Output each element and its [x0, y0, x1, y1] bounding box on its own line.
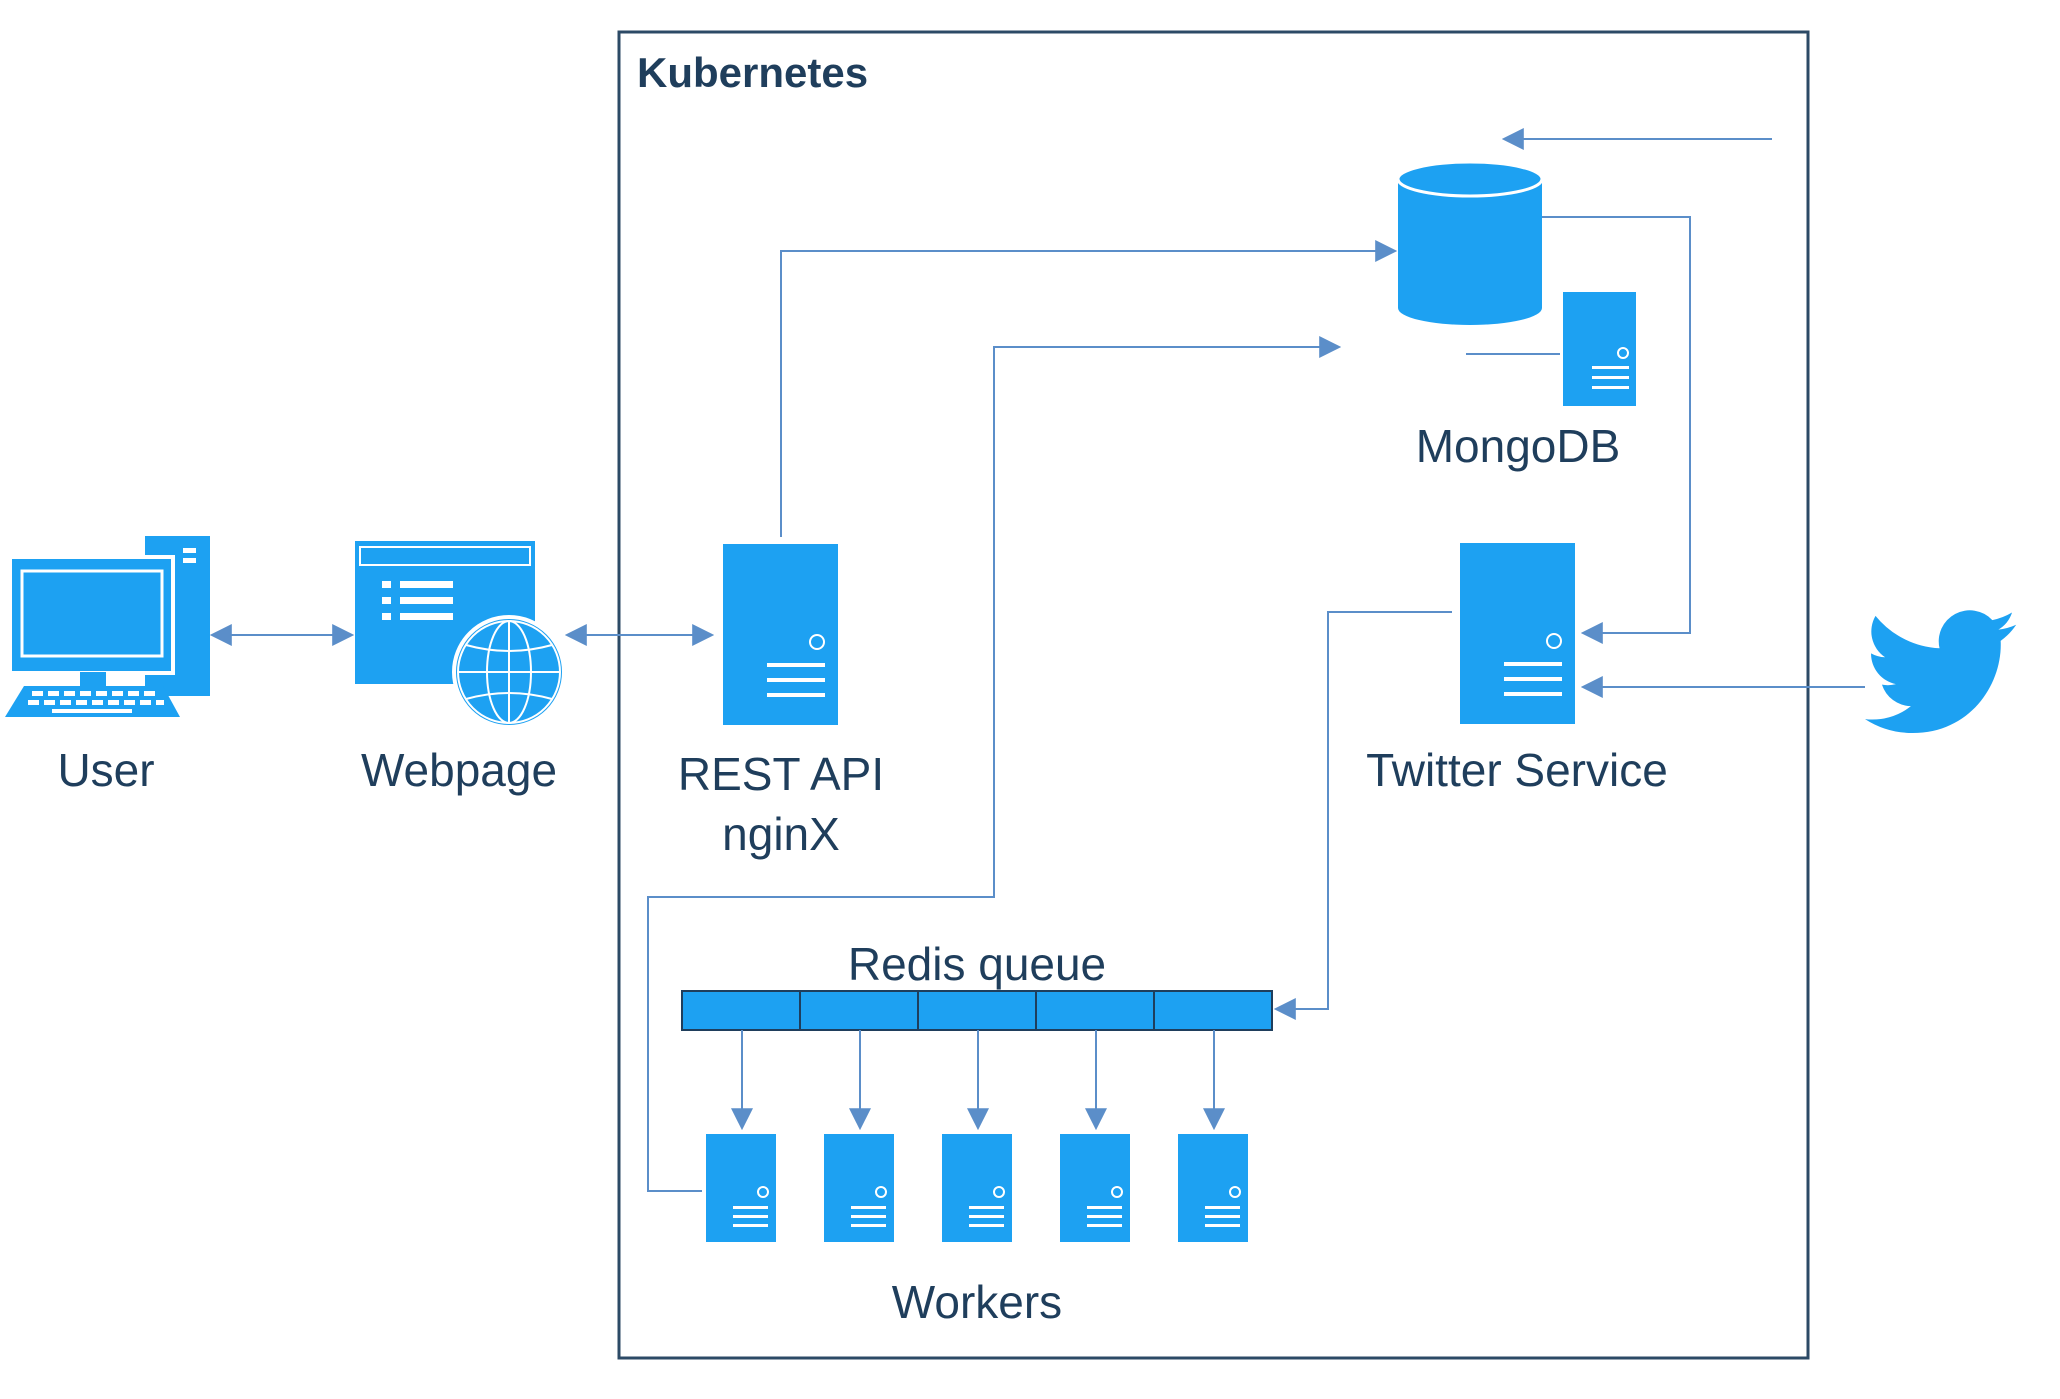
rest-api-sublabel: nginX: [722, 808, 840, 860]
twitter-service-server-icon: [1460, 543, 1575, 724]
twitter-bird-icon: [1865, 610, 2017, 734]
worker-server-icon-4: [1060, 1134, 1130, 1242]
worker-mongodb-connector: [647, 336, 1342, 1192]
redis-queue-label: Redis queue: [848, 938, 1106, 990]
worker-server-icon-5: [1178, 1134, 1248, 1242]
kubernetes-cluster-frame: [617, 30, 1810, 1360]
cluster-title: Kubernetes: [637, 49, 868, 96]
workers-label: Workers: [892, 1276, 1062, 1328]
twitter-service-label: Twitter Service: [1366, 744, 1668, 796]
restapi-mongodb-connector: [780, 240, 1398, 537]
server-icon: [723, 544, 838, 725]
worker-server-icon-1: [706, 1134, 776, 1242]
mongodb-twitter-connector: [1542, 216, 1691, 644]
worker-server-icon-2: [824, 1134, 894, 1242]
desktop-computer-icon: [5, 536, 210, 717]
mongodb-label: MongoDB: [1416, 420, 1621, 472]
user-label: User: [57, 744, 154, 796]
twitter-redis-connector: [1273, 611, 1452, 1020]
rest-api-label: REST API: [678, 748, 884, 800]
queue-icon: [681, 990, 1273, 1031]
database-icon: [1396, 160, 1544, 325]
webpage-globe-icon: [355, 541, 566, 729]
worker-server-icon-3: [942, 1134, 1012, 1242]
mongodb-server-icon: [1563, 292, 1636, 406]
webpage-label: Webpage: [361, 744, 557, 796]
